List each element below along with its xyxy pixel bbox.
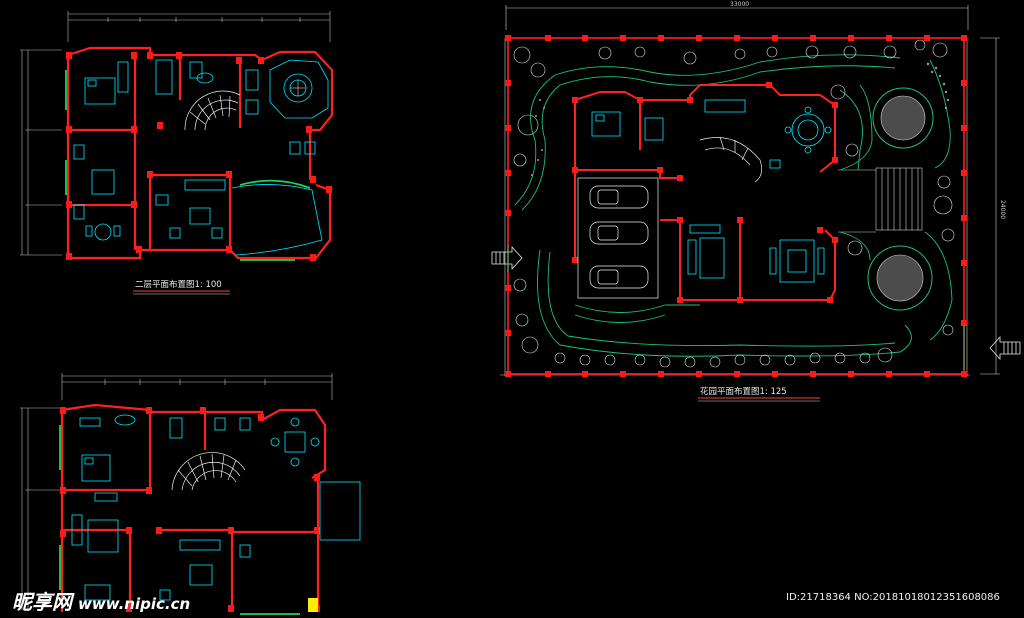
lower-floor-plan — [20, 373, 361, 615]
house-furniture — [591, 99, 832, 283]
garden-width-dimension: 33000 — [730, 1, 749, 8]
pavilion-bottom — [867, 245, 933, 311]
garden-plan: 33000 24000 — [491, 1, 1021, 377]
watermark-logo-url: www.nipic.cn — [78, 595, 191, 613]
watermark-logo-text: 昵享网 — [12, 590, 72, 614]
stone-path — [531, 62, 950, 176]
entrance-arrow-left — [491, 245, 523, 271]
garden-height-dimension: 24000 — [999, 200, 1006, 219]
garden-plan-title: 花园平面布置图1: 125 — [700, 386, 787, 397]
garage-cars — [577, 177, 659, 299]
boundary-columns — [505, 35, 967, 377]
watermark-id: ID:21718364 NO:20181018012351608086 — [786, 592, 1000, 603]
watermark-logo: 昵享网 www.nipic.cn — [12, 586, 190, 615]
garden-path — [514, 54, 912, 357]
house-walls — [574, 84, 836, 301]
entrance-arrow-right — [989, 335, 1021, 361]
second-floor-plan — [20, 11, 334, 261]
trees — [513, 39, 955, 368]
terrace-steps — [838, 167, 923, 233]
second-floor-plan-title: 二层平面布置图1: 100 — [135, 279, 222, 290]
pavilion-top — [872, 87, 934, 149]
